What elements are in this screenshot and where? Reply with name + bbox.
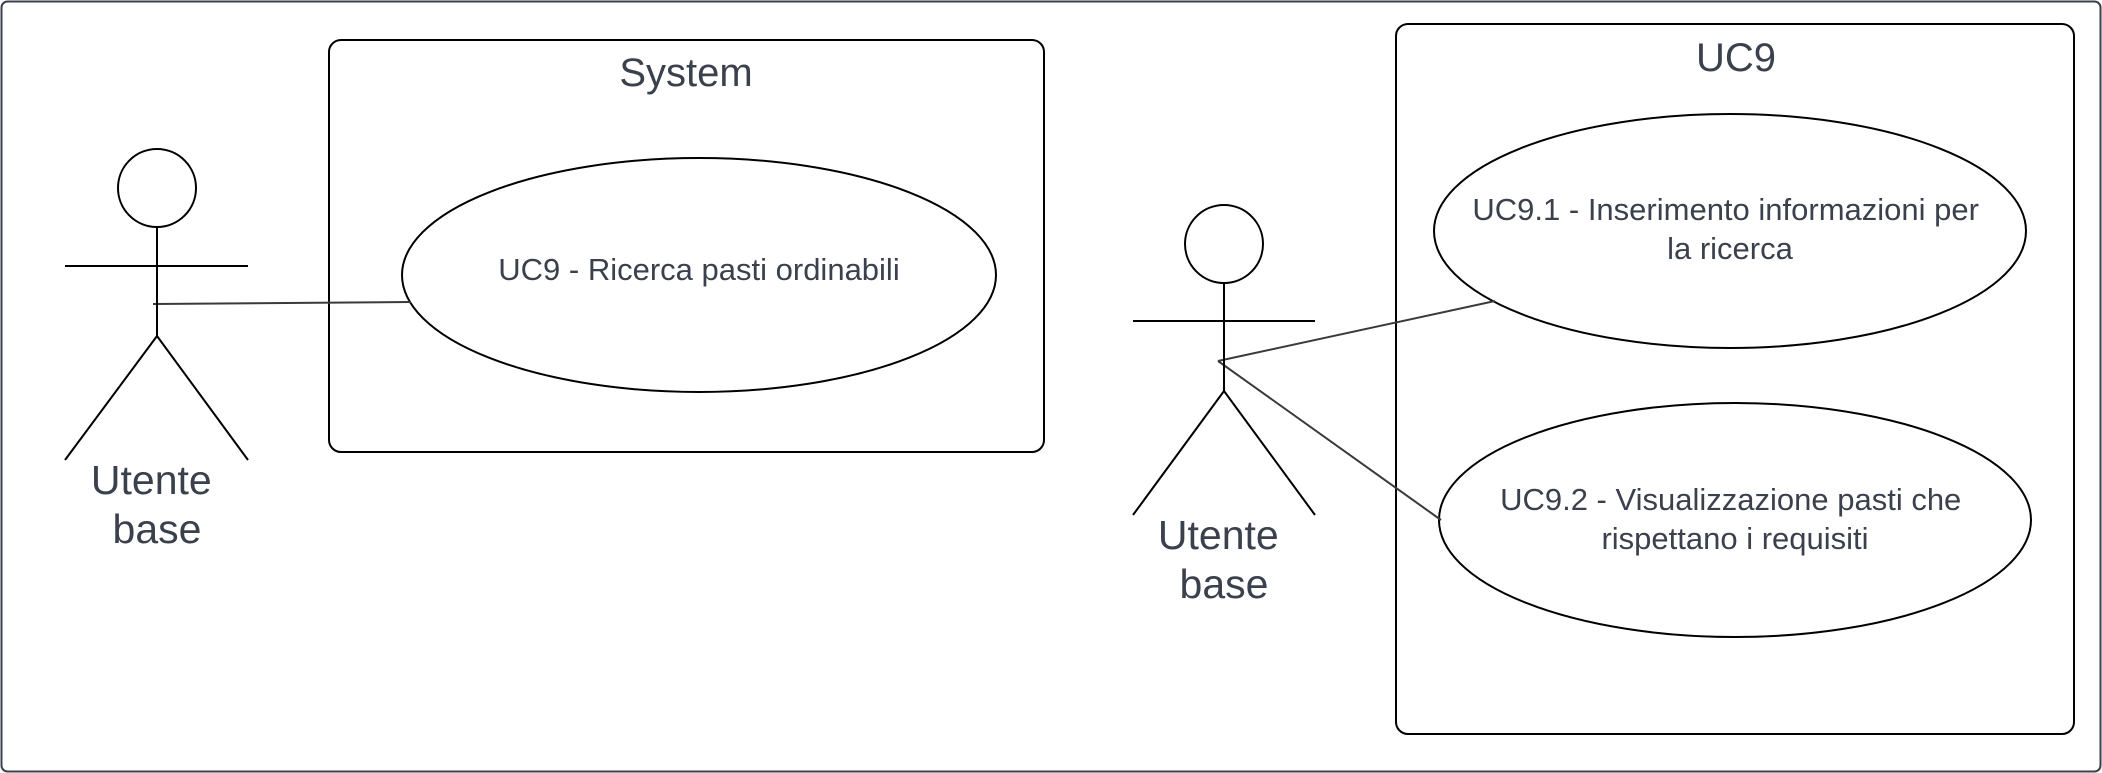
association-line	[152, 301, 412, 305]
actor-name: Utente base	[91, 457, 223, 552]
system-boundary-title: System	[619, 51, 752, 95]
use-case-uc9	[401, 157, 997, 393]
use-case-uc9-2	[1438, 402, 2032, 638]
actor-right-leg	[1223, 390, 1316, 516]
association-line	[1217, 360, 1442, 521]
use-case-uc9-2-label: UC9.2 - Visualizzazione pasti che rispet…	[1500, 482, 1970, 556]
use-case-uc9-1-label: UC9.1 - Inserimento informazioni per la …	[1472, 192, 1987, 266]
system-boundary	[328, 39, 1045, 453]
actor-left-leg	[64, 335, 158, 461]
actor-name: Utente base	[1158, 512, 1290, 607]
uc9-boundary	[1395, 23, 2075, 735]
actor-left-leg	[1132, 390, 1225, 516]
left-diagram: System UC9 - Ricerca pasti ordinabili Ut…	[64, 39, 1045, 552]
association-line	[1217, 300, 1496, 362]
right-diagram: UC9 UC9.1 - Inserimento informazioni per…	[1132, 23, 2075, 735]
use-case-uc9-1	[1433, 113, 2027, 349]
use-case-uc9-label: UC9 - Ricerca pasti ordinabili	[498, 252, 899, 287]
actor-utente-base-right	[1132, 204, 1316, 516]
uc9-boundary-title: UC9	[1696, 36, 1776, 80]
actor-utente-base-left	[64, 148, 249, 461]
actor-right-leg	[156, 335, 249, 461]
